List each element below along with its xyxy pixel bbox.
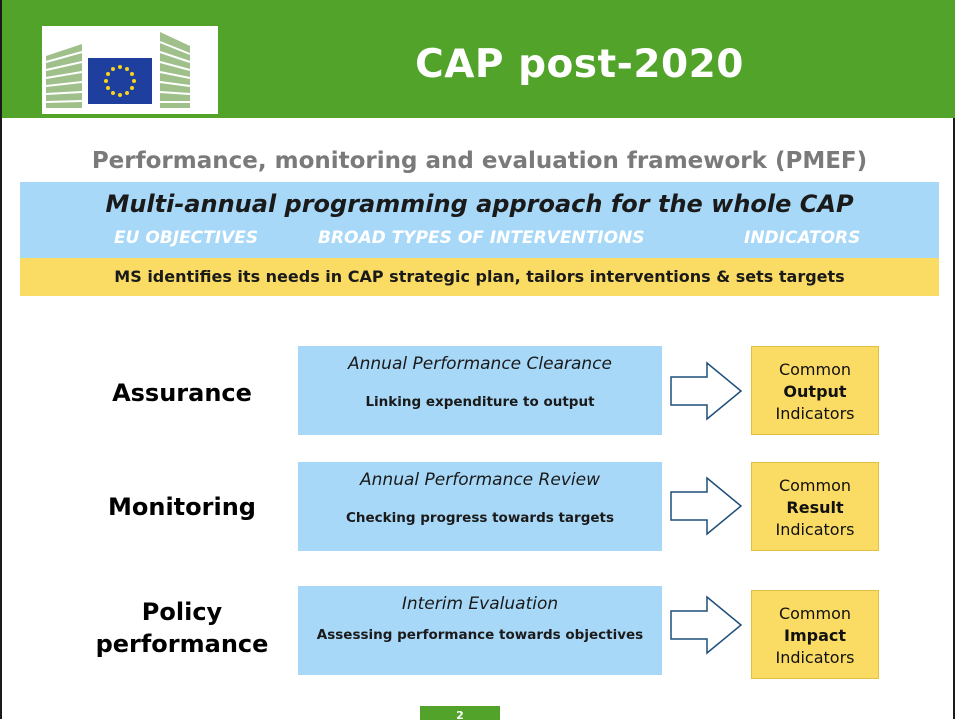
indicator-type: Output	[783, 382, 847, 401]
page-number: 2	[420, 706, 500, 720]
item-indicators: INDICATORS	[744, 228, 861, 248]
indicator-box-output: Common Output Indicators	[751, 346, 879, 435]
arrow-right-icon	[670, 595, 743, 655]
item-eu-objectives: EU OBJECTIVES	[114, 228, 259, 248]
arrow-right-icon	[670, 476, 743, 536]
process-description: Checking progress towards targets	[346, 510, 614, 526]
process-box-evaluation: Interim Evaluation Assessing performance…	[298, 586, 662, 675]
indicator-pre: Common	[778, 360, 852, 379]
row-label-assurance: Assurance	[112, 379, 252, 407]
row-label-policy-performance: Policy performance	[95, 598, 269, 658]
programming-band: Multi-annual programming approach for th…	[20, 182, 939, 258]
european-commission-logo	[42, 26, 218, 114]
indicator-post: Indicators	[775, 404, 855, 423]
process-description: Linking expenditure to output	[365, 394, 595, 410]
process-title: Annual Performance Review	[360, 470, 600, 490]
logo-graphic	[45, 32, 191, 108]
programming-items: EU OBJECTIVES BROAD TYPES OF INTERVENTIO…	[20, 228, 939, 252]
indicator-post: Indicators	[775, 648, 855, 667]
item-broad-types: BROAD TYPES OF INTERVENTIONS	[318, 228, 645, 248]
header-bar: CAP post-2020	[2, 0, 955, 118]
section-subtitle: Performance, monitoring and evaluation f…	[91, 148, 868, 174]
indicator-pre: Common	[778, 604, 852, 623]
indicator-type: Impact	[783, 626, 846, 645]
process-box-review: Annual Performance Review Checking progr…	[298, 462, 662, 551]
indicator-box-impact: Common Impact Indicators	[751, 590, 879, 679]
process-title: Annual Performance Clearance	[348, 354, 612, 374]
process-box-clearance: Annual Performance Clearance Linking exp…	[298, 346, 662, 435]
process-description: Assessing performance towards objectives	[316, 627, 644, 643]
process-title: Interim Evaluation	[401, 594, 559, 614]
programming-title: Multi-annual programming approach for th…	[105, 190, 854, 218]
indicator-post: Indicators	[775, 520, 855, 539]
indicator-type: Result	[786, 498, 844, 517]
arrow-right-icon	[670, 361, 743, 421]
strategic-plan-note: MS identifies its needs in CAP strategic…	[20, 258, 939, 296]
indicator-box-result: Common Result Indicators	[751, 462, 879, 551]
indicator-pre: Common	[778, 476, 852, 495]
slide-title: CAP post-2020	[415, 42, 744, 87]
row-label-monitoring: Monitoring	[108, 493, 256, 521]
